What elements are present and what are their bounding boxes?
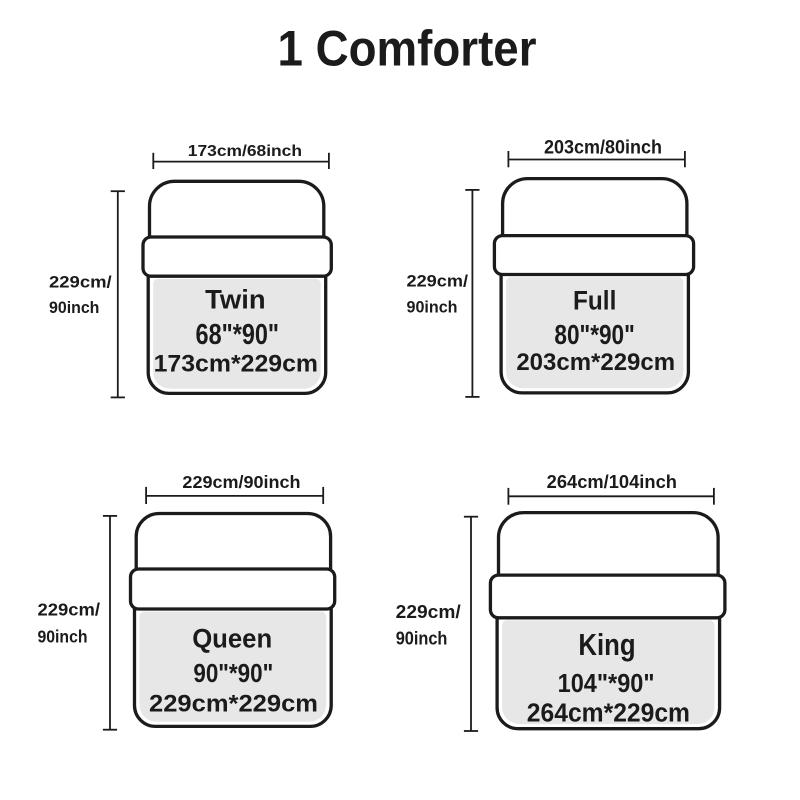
svg-text:King: King: [578, 628, 635, 662]
svg-text:264cm*229cm: 264cm*229cm: [527, 700, 690, 728]
svg-text:229cm/90inch: 229cm/90inch: [182, 472, 300, 492]
svg-text:203cm/80inch: 203cm/80inch: [544, 137, 662, 158]
svg-text:173cm*229cm: 173cm*229cm: [154, 350, 318, 377]
svg-text:229cm/: 229cm/: [38, 600, 101, 620]
svg-text:Twin: Twin: [205, 283, 265, 314]
svg-text:173cm/68inch: 173cm/68inch: [188, 143, 302, 160]
svg-text:229cm*229cm: 229cm*229cm: [149, 690, 318, 717]
svg-text:1 Comforter: 1 Comforter: [278, 21, 537, 77]
svg-text:Full: Full: [573, 285, 616, 315]
svg-text:80"*90": 80"*90": [554, 319, 634, 350]
svg-text:Queen: Queen: [192, 624, 272, 654]
svg-text:229cm/: 229cm/: [49, 274, 112, 292]
svg-text:68"*90": 68"*90": [196, 319, 280, 351]
svg-text:90inch: 90inch: [396, 629, 448, 650]
svg-text:264cm/104inch: 264cm/104inch: [547, 471, 677, 492]
svg-text:90inch: 90inch: [49, 299, 99, 317]
svg-text:90inch: 90inch: [38, 627, 88, 647]
svg-text:229cm/: 229cm/: [407, 272, 469, 291]
svg-text:90inch: 90inch: [407, 298, 458, 317]
svg-text:104"*90": 104"*90": [558, 668, 655, 698]
svg-text:90"*90": 90"*90": [193, 658, 273, 688]
svg-text:229cm/: 229cm/: [396, 602, 462, 623]
svg-text:203cm*229cm: 203cm*229cm: [516, 349, 675, 376]
